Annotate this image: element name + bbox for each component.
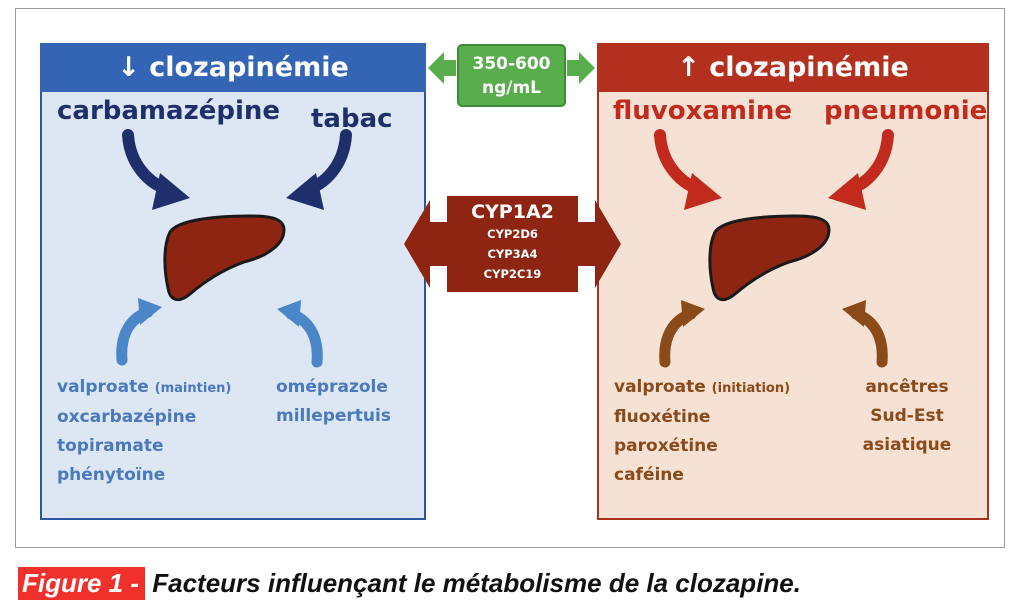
target-range-value: 350-600 xyxy=(472,54,551,74)
carbamazepine-arrow-icon xyxy=(122,129,190,210)
list-item: oméprazole xyxy=(276,377,388,397)
list-item: paroxétine xyxy=(614,436,718,456)
cyp-main-enzyme: CYP1A2 xyxy=(471,201,554,223)
list-item: asiatique xyxy=(862,435,952,455)
cyp-minor-enzyme: CYP3A4 xyxy=(487,247,538,261)
cyp-enzyme-box: CYP1A2 CYP2D6 CYP3A4 CYP2C19 xyxy=(447,196,578,292)
target-range-unit: ng/mL xyxy=(481,78,542,98)
tabac-arrow-icon xyxy=(286,129,352,210)
fluvoxamine-arrow-icon xyxy=(654,129,722,210)
inducer-carbamazepine: carbamazépine xyxy=(57,96,281,126)
inhibitor-pneumonie: pneumonie xyxy=(824,96,988,126)
figure-label: Figure 1 - xyxy=(18,567,146,600)
inducer-tabac: tabac xyxy=(311,104,393,134)
cyp-minor-enzyme: CYP2D6 xyxy=(487,227,538,241)
left-bottom-arrow-2-icon xyxy=(277,300,323,368)
left-substance-list: valproate (maintien) oxcarbazépine topir… xyxy=(57,373,231,490)
list-item: phénytoïne xyxy=(57,465,166,485)
pneumonie-arrow-icon xyxy=(828,129,894,210)
list-item: valproate (initiation) xyxy=(614,377,791,397)
list-item: valproate (maintien) xyxy=(57,377,232,397)
list-item: fluoxétine xyxy=(614,407,711,427)
list-item: caféine xyxy=(614,465,684,485)
list-item: topiramate xyxy=(57,436,164,456)
list-item: millepertuis xyxy=(276,406,391,426)
list-item: ancêtres xyxy=(865,377,949,397)
decrease-panel-header: ↓ clozapinémie xyxy=(40,43,426,92)
right-secondary-list: ancêtres Sud-Est asiatique xyxy=(852,373,962,460)
target-range-box: 350-600 ng/mL xyxy=(457,44,566,107)
decrease-panel: ↓ clozapinémie xyxy=(40,43,426,520)
increase-panel: ↑ clozapinémie xyxy=(597,43,989,520)
inhibitor-fluvoxamine: fluvoxamine xyxy=(613,96,793,126)
list-item: oxcarbazépine xyxy=(57,407,197,427)
left-liver-icon xyxy=(163,214,286,302)
right-liver-icon xyxy=(708,214,831,302)
list-item: Sud-Est xyxy=(870,406,944,426)
left-secondary-list: oméprazole millepertuis xyxy=(276,373,391,431)
left-bottom-arrow-1-icon xyxy=(116,298,162,366)
right-bottom-arrow-1-icon xyxy=(659,300,705,368)
cyp-double-arrow xyxy=(404,200,621,288)
right-substance-list: valproate (initiation) fluoxétine paroxé… xyxy=(614,373,790,490)
increase-panel-header: ↑ clozapinémie xyxy=(597,43,989,92)
green-double-arrow xyxy=(428,52,595,84)
figure-caption: Figure 1 - Facteurs influençant le métab… xyxy=(18,567,801,600)
right-bottom-arrow-2-icon xyxy=(842,300,888,368)
cyp-minor-enzyme: CYP2C19 xyxy=(483,267,542,281)
figure-caption-text: Facteurs influençant le métabolisme de l… xyxy=(145,568,801,598)
